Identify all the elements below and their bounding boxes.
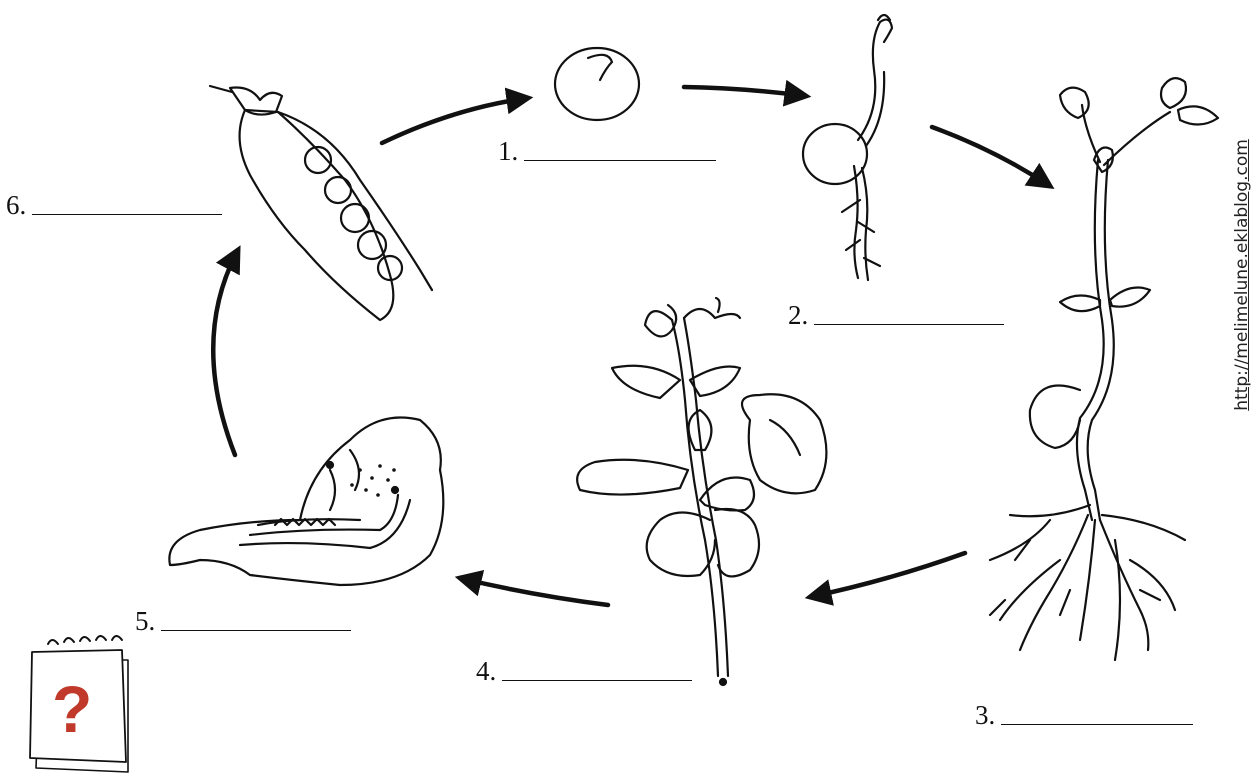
watermark-url: http://melimelune.eklablog.com [1228,90,1253,460]
arrow-1-to-2 [684,87,806,96]
svg-text:?: ? [52,672,92,746]
stage-3-number: 3. [975,702,995,729]
stage-3-label: 3. [975,702,1193,729]
stage-6-label: 6. [6,192,222,219]
stage-5-number: 5. [135,608,155,635]
young-plant-illustration [990,78,1218,660]
flowering-plant-illustration [577,298,826,685]
stage-1-number: 1. [498,138,518,165]
germinating-seed-illustration [803,15,892,280]
stage-5-answer-line[interactable] [161,629,351,631]
stage-2-answer-line[interactable] [814,323,1004,325]
arrow-2-to-3 [932,127,1050,186]
stage-1-answer-line[interactable] [524,159,716,161]
pea-seed-illustration [555,48,639,120]
stage-6-number: 6. [6,192,26,219]
stage-3-answer-line[interactable] [1001,723,1193,725]
arrow-3-to-4 [810,553,965,597]
stage-5-label: 5. [135,608,351,635]
stage-2-number: 2. [788,302,808,329]
stage-2-label: 2. [788,302,1004,329]
watermark-text: http://melimelune.eklablog.com [1232,139,1252,411]
stage-4-label: 4. [476,658,692,685]
stage-6-answer-line[interactable] [32,213,222,215]
stage-1-label: 1. [498,138,716,165]
flower-cross-section-illustration [169,418,443,586]
arrow-4-to-5 [460,578,608,605]
arrow-5-to-6 [213,250,238,455]
question-notepad-icon: ? [30,636,128,772]
pea-pod-illustration [210,86,432,320]
stage-4-answer-line[interactable] [502,679,692,681]
stage-4-number: 4. [476,658,496,685]
